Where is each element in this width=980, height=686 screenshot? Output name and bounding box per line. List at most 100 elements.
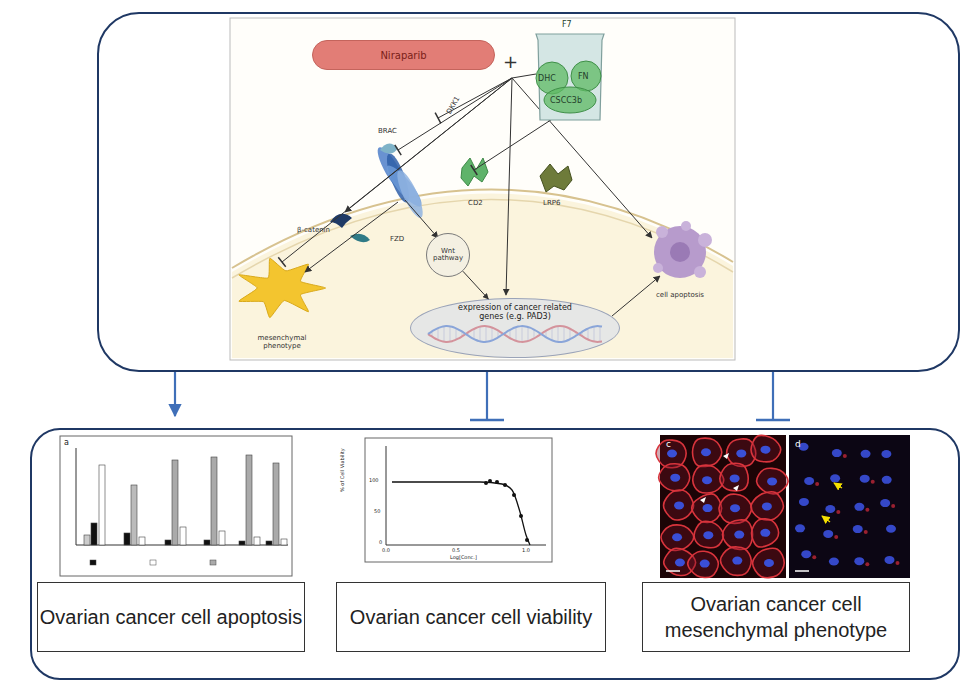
node-text: Ovarian cancer cell mesenchymal phenotyp… <box>643 591 909 643</box>
chart-bar <box>246 455 252 545</box>
beta-catenin-symbol <box>350 234 370 243</box>
cell-nucleus <box>672 533 682 541</box>
chart-bar <box>124 533 130 545</box>
red-speck <box>871 480 875 484</box>
cell-outline <box>757 468 789 493</box>
mechanism-line <box>282 78 512 262</box>
scale-bar <box>666 570 680 572</box>
connector-arrow <box>174 372 176 416</box>
red-speck <box>834 535 838 539</box>
mechanism-line <box>398 78 512 150</box>
chart-bar <box>204 540 210 545</box>
red-speck <box>895 561 899 565</box>
cell-outline <box>688 551 719 577</box>
apoptotic-bleb <box>681 221 691 231</box>
red-speck <box>812 555 816 559</box>
dose-response-curve <box>392 482 530 545</box>
cell-nucleus <box>667 450 677 458</box>
chart-bar <box>266 541 272 545</box>
cell-nucleus <box>882 476 892 484</box>
apoptotic-bleb <box>656 226 668 238</box>
red-speck <box>864 530 868 534</box>
inhibition-bar <box>470 419 504 422</box>
mechanism-line <box>438 78 512 118</box>
cell-nucleus <box>825 505 835 513</box>
apoptotic-bleb <box>653 263 663 273</box>
node-text: Ovarian cancer cell viability <box>350 604 592 630</box>
connector-arrow <box>463 271 488 299</box>
cell-nucleus <box>860 475 870 483</box>
inhibition-bar <box>756 419 790 422</box>
protein-label: LRP6 <box>543 200 560 208</box>
chart-bar <box>99 465 105 545</box>
cell-outline <box>719 494 752 523</box>
cell-nucleus <box>830 474 840 482</box>
tick-label: 0.0 <box>382 548 390 554</box>
chart-bar <box>281 539 287 545</box>
cell-nucleus <box>734 531 744 539</box>
connector-arrow <box>772 372 774 420</box>
data-point <box>488 479 492 483</box>
cell-nucleus <box>762 502 772 510</box>
cell-nucleus <box>832 449 842 457</box>
cell-nucleus <box>701 448 711 456</box>
cell-nucleus <box>799 498 809 506</box>
red-speck <box>815 482 819 486</box>
chart-bar <box>219 531 225 545</box>
figure-panel <box>230 18 735 360</box>
chart-bar <box>139 537 145 545</box>
inhibition-bar <box>278 257 285 266</box>
results-panel: Ovarian cancer cell apoptosis Ovarian can… <box>30 428 960 680</box>
axis-title: % of Cell Viability <box>340 448 346 492</box>
lrp6-symbol <box>540 164 572 192</box>
tick-label: 0 <box>379 540 382 546</box>
cell-nucleus <box>760 446 770 454</box>
outcome-box: Ovarian cancer cell apoptosis <box>37 582 305 652</box>
node-text: Ovarian cancer cell apoptosis <box>40 604 302 630</box>
arrowhead-marker <box>733 485 739 491</box>
mechanism-line <box>305 202 398 272</box>
chart-axis <box>386 545 546 546</box>
cell-nucleus <box>670 474 680 482</box>
chart-key <box>150 560 156 565</box>
node-text: F7 <box>562 20 572 29</box>
apoptotic-nucleus <box>670 242 690 262</box>
chart-key <box>90 560 96 565</box>
chart-bar <box>172 460 178 545</box>
cell-outline <box>692 494 722 522</box>
cell-nucleus <box>823 530 833 538</box>
red-speck <box>891 504 895 508</box>
cell-nucleus <box>804 477 814 485</box>
data-point <box>484 481 488 485</box>
cell-nucleus <box>730 474 740 482</box>
inhibition-bar <box>471 165 478 175</box>
chart-axis <box>76 448 77 545</box>
node-text: expression of cancer related genes (e.g.… <box>445 304 585 322</box>
beaker-shape <box>528 20 612 124</box>
cell-nucleus <box>703 531 713 539</box>
beaker-outline <box>536 34 604 120</box>
cell-nucleus <box>861 450 871 458</box>
cell-nucleus <box>702 476 712 484</box>
mechanism-line <box>474 114 560 170</box>
outcome-box: Ovarian cancer cell mesenchymal phenotyp… <box>642 582 910 652</box>
data-point <box>525 538 529 542</box>
protein-label: BRAC <box>378 128 397 136</box>
chart-bar <box>131 485 137 545</box>
protein-label: DKK1 <box>446 96 462 116</box>
arrowhead-marker <box>700 497 706 503</box>
yellow-arrow <box>822 516 830 522</box>
cell-nucleus <box>854 503 864 511</box>
pathway-circle: Wnt pathway <box>426 233 470 277</box>
cell-outline <box>693 438 722 466</box>
yellow-arrow <box>834 483 842 488</box>
cell-outline <box>720 463 748 491</box>
scale-bar <box>795 570 809 572</box>
cell-nucleus <box>764 559 774 567</box>
apoptotic-cell <box>654 226 706 278</box>
chart-key <box>210 560 216 565</box>
nucleus-ellipse: expression of cancer related genes (e.g.… <box>410 298 620 358</box>
cell-outline <box>661 525 694 551</box>
